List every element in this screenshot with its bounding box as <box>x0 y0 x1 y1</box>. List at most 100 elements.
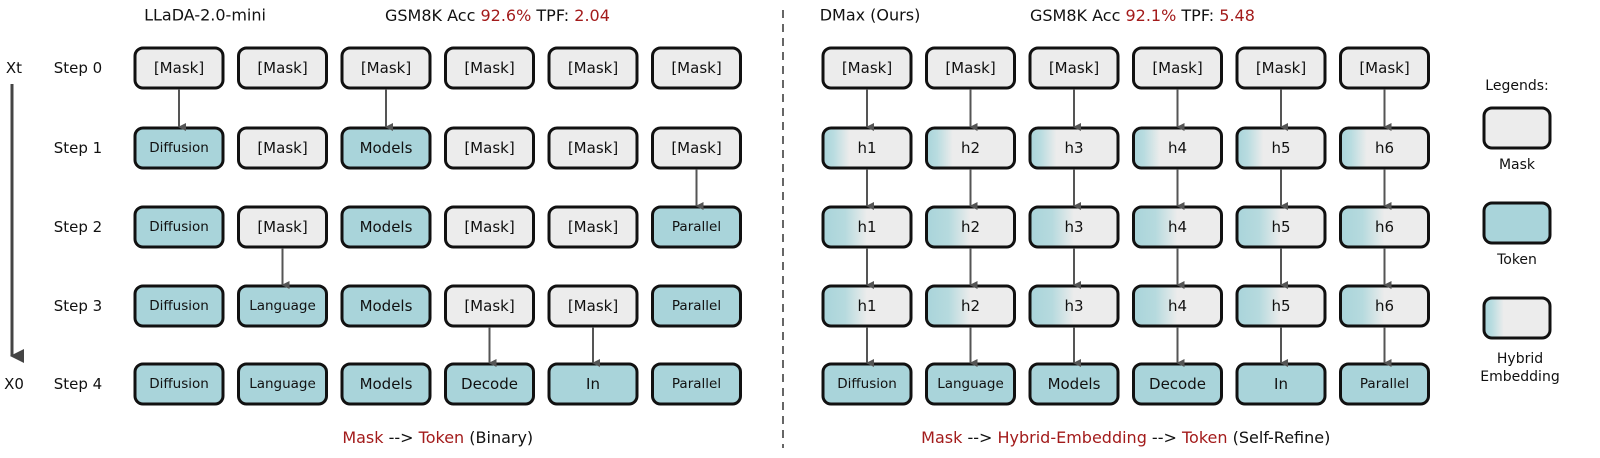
cell-mask: [Mask] <box>547 284 639 328</box>
cell-label: In <box>1274 375 1288 393</box>
cell-label: Parallel <box>672 376 721 392</box>
caption-part: --> <box>384 428 419 447</box>
cell-box <box>444 126 535 170</box>
acc: 92.1% <box>1125 6 1176 25</box>
cell-hybrid1: h6 <box>1339 126 1430 170</box>
caption-part: --> <box>1147 428 1182 447</box>
caption-part: Token <box>1181 428 1228 447</box>
cell-hybrid1: h3 <box>1028 126 1120 170</box>
caption-part: Mask <box>342 428 384 447</box>
legend-item-mask: Mask <box>1482 106 1552 173</box>
cell-mask: [Mask] <box>1235 46 1327 90</box>
cell-label: [Mask] <box>568 59 618 77</box>
cell-mask: [Mask] <box>237 126 328 170</box>
cell-box <box>133 205 225 249</box>
cell-token: Models <box>340 284 432 328</box>
caption-part: Hybrid-Embedding <box>997 428 1146 447</box>
caption-part: Token <box>418 428 465 447</box>
cell-label: [Mask] <box>257 59 307 77</box>
caption-part: (Binary) <box>464 428 533 447</box>
cell-box <box>1132 46 1223 90</box>
tpf-label: TPF: <box>535 6 569 25</box>
cell-label: Language <box>937 376 1004 392</box>
cell-label: Diffusion <box>837 376 897 392</box>
cell-label: [Mask] <box>568 139 618 157</box>
cell-label: [Mask] <box>1152 59 1202 77</box>
cell-label: Decode <box>461 375 518 393</box>
cell-mask: [Mask] <box>237 46 328 90</box>
metric-header: GSM8K Acc 92.6% TPF: 2.04 <box>385 6 610 25</box>
cell-label: h4 <box>1168 218 1187 236</box>
caption-part: --> <box>962 428 997 447</box>
cell-mask: [Mask] <box>547 205 639 249</box>
cell-box <box>133 362 225 406</box>
cell-box <box>237 362 328 406</box>
cell-hybrid2: h6 <box>1339 284 1430 328</box>
cell-label: Models <box>1048 375 1101 393</box>
cell-label: Decode <box>1149 375 1206 393</box>
cell-token: In <box>547 362 639 406</box>
cell-hybrid2: h6 <box>1339 205 1430 249</box>
cell-box <box>1028 46 1120 90</box>
cell-label: [Mask] <box>945 59 995 77</box>
cell-label: [Mask] <box>842 59 892 77</box>
tpf: 2.04 <box>574 6 610 25</box>
cell-box <box>821 46 913 90</box>
cell-box <box>547 46 639 90</box>
cell-hybrid2: h2 <box>925 205 1016 249</box>
cell-token: Parallel <box>651 205 742 249</box>
cell-box <box>651 126 742 170</box>
cell-hybrid2: h1 <box>821 205 913 249</box>
right-panel: DMax (Ours)GSM8K Acc 92.1% TPF: 5.48[Mas… <box>820 6 1430 447</box>
cell-label: h4 <box>1168 297 1187 315</box>
legend-item-token: Token <box>1482 201 1552 268</box>
cell-label: h3 <box>1064 297 1083 315</box>
cell-box <box>133 284 225 328</box>
cell-box <box>1339 46 1430 90</box>
cell-label: Parallel <box>672 219 721 235</box>
cell-label: h4 <box>1168 139 1187 157</box>
cell-box <box>340 362 432 406</box>
cell-hybrid2: h4 <box>1132 205 1223 249</box>
cell-label: [Mask] <box>464 59 514 77</box>
cell-hybrid2: h5 <box>1235 205 1327 249</box>
cell-label: Models <box>360 139 413 157</box>
cell-mask: [Mask] <box>340 46 432 90</box>
cell-label: [Mask] <box>671 59 721 77</box>
metric-label: GSM8K Acc <box>1030 6 1120 25</box>
legend-title: Legends: <box>1485 78 1548 94</box>
cell-mask: [Mask] <box>1028 46 1120 90</box>
step-label: Step 1 <box>54 139 102 157</box>
cell-token: Diffusion <box>133 362 225 406</box>
cell-label: h6 <box>1375 218 1394 236</box>
model-name: LLaDA-2.0-mini <box>144 6 266 25</box>
cell-hybrid2: h4 <box>1132 284 1223 328</box>
cell-label: [Mask] <box>464 218 514 236</box>
cell-mask: [Mask] <box>444 126 535 170</box>
left-panel: LLaDA-2.0-mini GSM8K Acc 92.6% TPF: 2.04 [… <box>133 6 742 447</box>
cell-box <box>547 205 639 249</box>
caption-part: (Self-Refine) <box>1228 428 1331 447</box>
caption: Mask --> Hybrid-Embedding --> Token (Sel… <box>921 428 1330 447</box>
cell-box <box>547 284 639 328</box>
metric-label: GSM8K Acc <box>385 6 475 25</box>
cell-label: [Mask] <box>568 218 618 236</box>
cell-label: h1 <box>857 297 876 315</box>
caption: Mask --> Token (Binary) <box>342 428 533 447</box>
cell-label: Language <box>249 376 316 392</box>
cell-label: [Mask] <box>464 297 514 315</box>
cell-box <box>340 46 432 90</box>
cell-label: Diffusion <box>149 219 209 235</box>
cell-token: Models <box>340 362 432 406</box>
cell-token: Language <box>237 362 328 406</box>
cell-label: Parallel <box>672 298 721 314</box>
cell-token: Models <box>1028 362 1120 406</box>
cell-label: Models <box>360 297 413 315</box>
cell-token: Language <box>925 362 1016 406</box>
cell-label: [Mask] <box>464 139 514 157</box>
cell-token: Parallel <box>1339 362 1430 406</box>
cell-label: [Mask] <box>568 297 618 315</box>
